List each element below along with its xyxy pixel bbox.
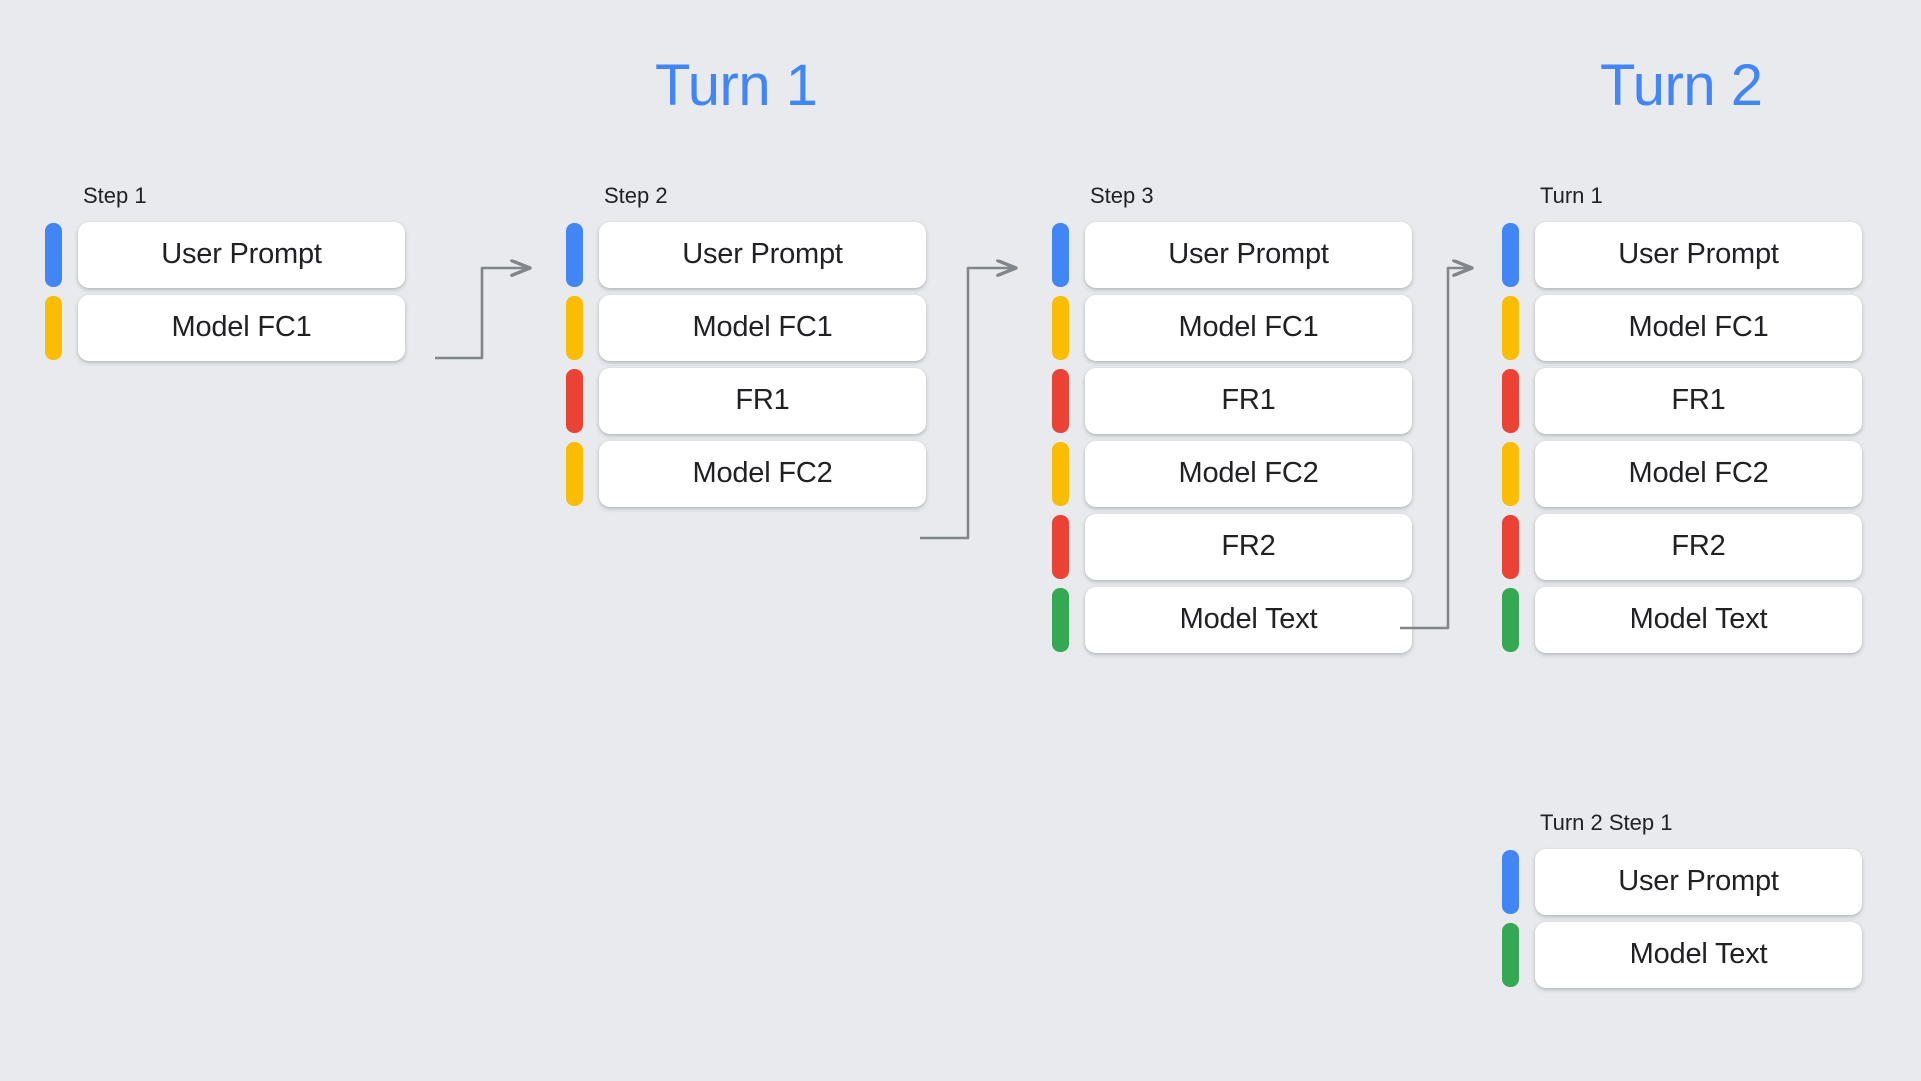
status-bar-green — [1502, 922, 1519, 987]
row-model-text: Model Text — [1502, 583, 1862, 656]
card-label: FR1 — [735, 384, 790, 416]
turn-1-title: Turn 1 — [655, 53, 818, 118]
row-model-fc2: Model FC2 — [1502, 437, 1862, 510]
row-model-fc2: Model FC2 — [566, 437, 926, 510]
status-bar-yellow — [1502, 441, 1519, 506]
card-label: Model FC1 — [692, 311, 833, 343]
card-label: Model Text — [1629, 603, 1768, 635]
column-step-1: Step 1 User Prompt Model FC1 — [45, 185, 405, 364]
card-user-prompt[interactable]: User Prompt — [1535, 848, 1862, 915]
card-label: FR1 — [1671, 384, 1726, 416]
card-model-fc1[interactable]: Model FC1 — [1535, 294, 1862, 361]
card-label: Model FC1 — [1628, 311, 1769, 343]
card-fr2[interactable]: FR2 — [1535, 513, 1862, 580]
card-user-prompt[interactable]: User Prompt — [78, 221, 405, 288]
card-fr1[interactable]: FR1 — [1085, 367, 1412, 434]
status-bar-red — [1052, 514, 1069, 579]
card-model-fc2[interactable]: Model FC2 — [1535, 440, 1862, 507]
row-model-fc1: Model FC1 — [566, 291, 926, 364]
column-turn-1-recap: Turn 1 User Prompt Model FC1 FR1 Model F… — [1502, 185, 1862, 656]
card-fr1[interactable]: FR1 — [599, 367, 926, 434]
row-model-text: Model Text — [1052, 583, 1412, 656]
status-bar-blue — [45, 222, 62, 287]
card-model-fc2[interactable]: Model FC2 — [599, 440, 926, 507]
row-fr2: FR2 — [1502, 510, 1862, 583]
status-bar-yellow — [45, 295, 62, 360]
status-bar-blue — [1502, 222, 1519, 287]
column-label-turn-1: Turn 1 — [1540, 183, 1603, 208]
card-fr2[interactable]: FR2 — [1085, 513, 1412, 580]
status-bar-yellow — [566, 295, 583, 360]
arrow-step1-to-step2 — [435, 268, 530, 360]
card-model-fc1[interactable]: Model FC1 — [599, 294, 926, 361]
row-user-prompt: User Prompt — [566, 218, 926, 291]
card-label: Model FC1 — [1178, 311, 1319, 343]
card-label: Model FC2 — [1628, 457, 1769, 489]
card-model-text[interactable]: Model Text — [1085, 586, 1412, 653]
card-label: Model Text — [1179, 603, 1318, 635]
status-bar-yellow — [1052, 295, 1069, 360]
arrow-step2-to-step3 — [920, 268, 1016, 540]
status-bar-blue — [1052, 222, 1069, 287]
card-model-text[interactable]: Model Text — [1535, 586, 1862, 653]
status-bar-red — [1052, 368, 1069, 433]
row-user-prompt: User Prompt — [45, 218, 405, 291]
column-label-turn-2-step-1: Turn 2 Step 1 — [1540, 810, 1673, 835]
card-label: FR1 — [1221, 384, 1276, 416]
status-bar-green — [1502, 587, 1519, 652]
row-user-prompt: User Prompt — [1502, 845, 1862, 918]
card-user-prompt[interactable]: User Prompt — [1085, 221, 1412, 288]
status-bar-yellow — [566, 441, 583, 506]
card-label: FR2 — [1221, 530, 1276, 562]
column-label-step-1: Step 1 — [83, 183, 147, 208]
card-label: User Prompt — [161, 238, 322, 270]
row-model-fc1: Model FC1 — [1502, 291, 1862, 364]
card-label: User Prompt — [1618, 865, 1779, 897]
column-label-step-3: Step 3 — [1090, 183, 1154, 208]
card-label: Model FC2 — [1178, 457, 1319, 489]
row-user-prompt: User Prompt — [1502, 218, 1862, 291]
row-fr1: FR1 — [1052, 364, 1412, 437]
card-model-text[interactable]: Model Text — [1535, 921, 1862, 988]
card-label: Model Text — [1629, 938, 1768, 970]
card-label: User Prompt — [682, 238, 843, 270]
column-label-step-2: Step 2 — [604, 183, 668, 208]
status-bar-red — [1502, 368, 1519, 433]
turn-2-title: Turn 2 — [1600, 53, 1763, 118]
status-bar-blue — [566, 222, 583, 287]
card-user-prompt[interactable]: User Prompt — [599, 221, 926, 288]
row-fr2: FR2 — [1052, 510, 1412, 583]
row-model-fc2: Model FC2 — [1052, 437, 1412, 510]
card-label: User Prompt — [1168, 238, 1329, 270]
card-model-fc1[interactable]: Model FC1 — [1085, 294, 1412, 361]
row-user-prompt: User Prompt — [1052, 218, 1412, 291]
row-fr1: FR1 — [1502, 364, 1862, 437]
column-step-2: Step 2 User Prompt Model FC1 FR1 Model F… — [566, 185, 926, 510]
card-fr1[interactable]: FR1 — [1535, 367, 1862, 434]
row-model-fc1: Model FC1 — [1052, 291, 1412, 364]
status-bar-red — [1502, 514, 1519, 579]
row-fr1: FR1 — [566, 364, 926, 437]
card-label: Model FC1 — [171, 311, 312, 343]
status-bar-yellow — [1502, 295, 1519, 360]
card-user-prompt[interactable]: User Prompt — [1535, 221, 1862, 288]
row-model-fc1: Model FC1 — [45, 291, 405, 364]
column-turn-2-step-1: Turn 2 Step 1 User Prompt Model Text — [1502, 812, 1862, 991]
card-label: FR2 — [1671, 530, 1726, 562]
card-label: Model FC2 — [692, 457, 833, 489]
status-bar-green — [1052, 587, 1069, 652]
card-model-fc2[interactable]: Model FC2 — [1085, 440, 1412, 507]
status-bar-yellow — [1052, 441, 1069, 506]
card-label: User Prompt — [1618, 238, 1779, 270]
status-bar-blue — [1502, 849, 1519, 914]
card-model-fc1[interactable]: Model FC1 — [78, 294, 405, 361]
status-bar-red — [566, 368, 583, 433]
row-model-text: Model Text — [1502, 918, 1862, 991]
column-step-3: Step 3 User Prompt Model FC1 FR1 Model F… — [1052, 185, 1412, 656]
